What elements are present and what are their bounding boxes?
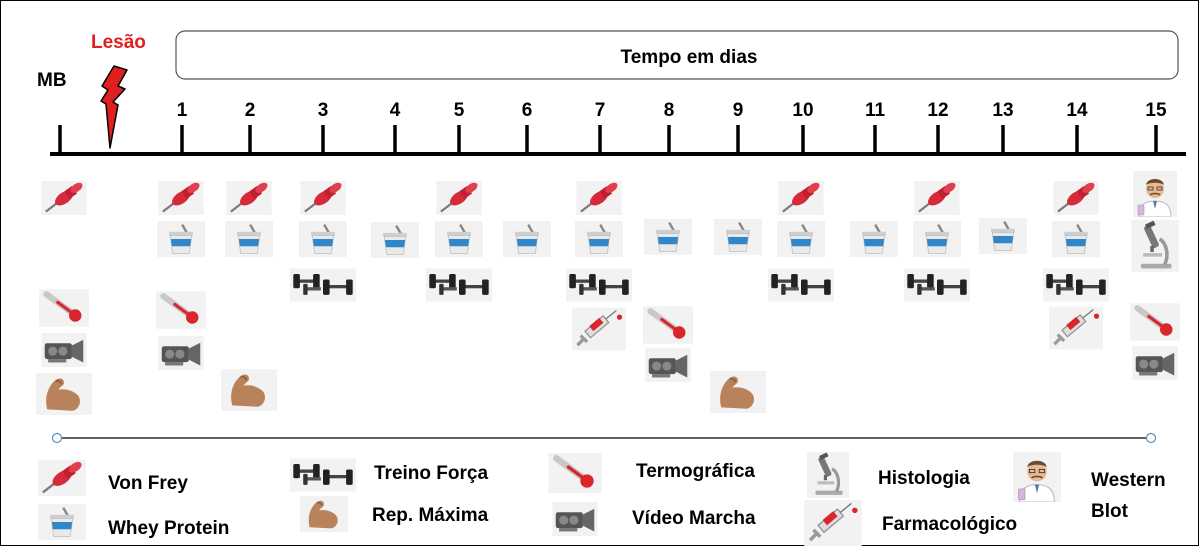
legend-connector [51, 432, 1157, 444]
legend-treino-forca: Treino Força [374, 463, 488, 484]
legend-rep-maxima: Rep. Máxima [372, 505, 489, 526]
pushpin-icon [914, 181, 960, 215]
video-camera-icon [552, 502, 598, 536]
pushpin-icon [41, 181, 87, 215]
syringe-icon [572, 305, 626, 353]
legend-whey-protein: Whey Protein [108, 518, 229, 539]
protein-cup-icon [435, 219, 483, 259]
day-label: 9 [733, 100, 744, 121]
pushpin-icon [226, 181, 272, 215]
protein-cup-icon [913, 219, 961, 259]
protein-cup-icon [714, 217, 762, 257]
video-camera-icon [645, 348, 691, 382]
flexed-biceps-icon [35, 373, 93, 415]
thermometer-icon [156, 291, 206, 329]
lightning-bolt-icon [100, 65, 128, 149]
dumbbells-icon [768, 268, 834, 302]
pushpin-icon [576, 181, 622, 215]
pushpin-icon [158, 181, 204, 215]
day-label: 14 [1066, 100, 1088, 121]
pushpin-icon [436, 181, 482, 215]
protein-cup-icon [644, 217, 692, 257]
lesion-label: Lesão [91, 32, 146, 53]
syringe-icon [804, 500, 862, 546]
video-camera-icon [41, 333, 87, 367]
dumbbells-icon [290, 268, 356, 302]
protein-cup-icon [299, 219, 347, 259]
dumbbells-icon [426, 268, 492, 302]
pushpin-icon [778, 181, 824, 215]
day-label: 8 [664, 100, 675, 121]
protein-cup-icon [225, 219, 273, 259]
legend-termografica: Termográfica [636, 461, 755, 482]
protein-cup-icon [371, 220, 419, 260]
protein-cup-icon [575, 219, 623, 259]
day-label: 3 [318, 100, 329, 121]
day-label: 15 [1145, 100, 1167, 121]
day-label: 11 [865, 100, 886, 121]
video-camera-icon [1132, 346, 1178, 380]
legend-von-frey: Von Frey [108, 473, 188, 494]
protein-cup-icon [157, 219, 205, 259]
flexed-biceps-icon [220, 369, 278, 411]
protein-cup-icon [777, 219, 825, 259]
thermometer-icon [548, 453, 601, 493]
scientist-icon [1012, 452, 1062, 502]
day-label: 10 [792, 100, 813, 121]
dumbbells-icon [566, 268, 632, 302]
video-camera-icon [158, 336, 204, 370]
pushpin-icon [36, 460, 88, 496]
pushpin-icon [300, 181, 346, 215]
day-label: 13 [992, 100, 1013, 121]
scientist-icon [1132, 171, 1178, 217]
day-label: 4 [390, 100, 401, 121]
protein-cup-icon [979, 216, 1027, 256]
flexed-biceps-icon [300, 495, 348, 533]
pushpin-icon [1053, 181, 1099, 215]
syringe-icon [1049, 304, 1103, 352]
protein-cup-icon [850, 219, 898, 259]
day-label: 7 [595, 100, 606, 121]
legend-western: Western [1091, 470, 1166, 491]
thermometer-icon [1130, 303, 1180, 341]
day-ticks [180, 125, 1158, 154]
dumbbells-icon [290, 458, 356, 492]
baseline-label: MB [37, 70, 67, 91]
day-label: 12 [927, 100, 948, 121]
microscope-icon [1131, 220, 1179, 272]
legend-histologia: Histologia [878, 468, 970, 489]
flexed-biceps-icon [709, 371, 767, 413]
day-label: 1 [177, 100, 188, 121]
day-label: 5 [454, 100, 465, 121]
protein-cup-icon [503, 219, 551, 259]
protein-cup-icon [1052, 219, 1100, 259]
legend-video-marcha: Vídeo Marcha [632, 508, 756, 529]
microscope-icon [806, 452, 850, 498]
legend-blot: Blot [1091, 501, 1129, 522]
dumbbells-icon [1043, 268, 1109, 302]
day-label: 6 [522, 100, 533, 121]
dumbbells-icon [904, 268, 970, 302]
thermometer-icon [39, 289, 89, 327]
schedule-icons [35, 171, 1180, 415]
time-header-label: Tempo em dias [621, 47, 758, 68]
day-label: 2 [245, 100, 256, 121]
time-header-box [175, 30, 1179, 80]
legend-farmacologico: Farmacológico [882, 514, 1017, 535]
protein-cup-icon [36, 504, 88, 540]
legend: Von Frey Whey Protein Treino Força Rep. … [36, 452, 1166, 546]
thermometer-icon [643, 306, 693, 344]
